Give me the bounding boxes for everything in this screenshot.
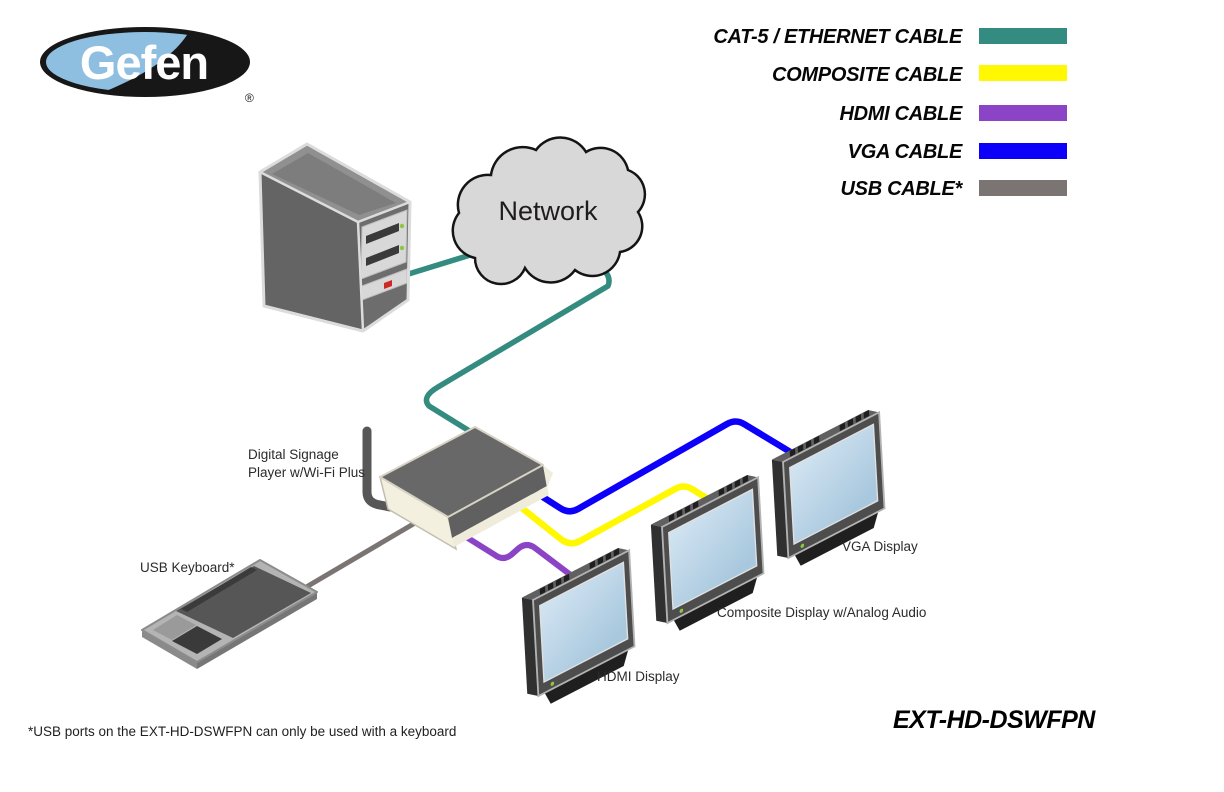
vga-display-label: VGA Display [842, 539, 918, 554]
legend-row-usb: USB CABLE* [841, 178, 1067, 200]
player-right-edge [448, 465, 547, 538]
logo-swoosh [46, 32, 190, 92]
wifi-antenna [362, 426, 395, 512]
signage-player [362, 426, 553, 551]
legend-label-composite: COMPOSITE CABLE [772, 64, 963, 86]
hdmi-display-label: HDMI Display [597, 669, 680, 684]
network-label: Network [498, 196, 598, 226]
usb-cable [305, 520, 418, 589]
composite-display-label: Composite Display w/Analog Audio [717, 605, 926, 620]
legend-swatch-hdmi [979, 105, 1067, 121]
registered-mark: ® [245, 91, 254, 105]
model-number: EXT-HD-DSWFPN [893, 706, 1096, 734]
network-cloud: Network [451, 136, 647, 286]
player-label-line1: Digital Signage [248, 447, 339, 462]
legend-row-hdmi: HDMI CABLE [839, 103, 1067, 125]
cable-legend: CAT-5 / ETHERNET CABLE COMPOSITE CABLE H… [713, 26, 1067, 200]
legend-row-vga: VGA CABLE [848, 141, 1067, 163]
cat5-cable-cloud-to-player [423, 259, 612, 435]
legend-swatch-composite [979, 65, 1067, 81]
legend-label-usb: USB CABLE* [841, 178, 964, 200]
legend-swatch-usb [979, 180, 1067, 196]
vga-cable [531, 418, 796, 515]
legend-label-cat5: CAT-5 / ETHERNET CABLE [713, 26, 963, 48]
computer-tower [258, 142, 412, 333]
cloud-shape [451, 136, 647, 286]
keyboard-keys [176, 566, 311, 638]
legend-label-hdmi: HDMI CABLE [839, 103, 963, 125]
legend-label-vga: VGA CABLE [848, 141, 963, 163]
logo-text: Gefen [80, 36, 208, 89]
hdmi-display [520, 541, 637, 717]
usb-keyboard [141, 559, 318, 669]
keyboard-label: USB Keyboard* [140, 560, 235, 575]
legend-row-composite: COMPOSITE CABLE [772, 64, 1067, 86]
usb-footnote: *USB ports on the EXT-HD-DSWFPN can only… [28, 724, 456, 739]
gefen-logo: Gefen ® [40, 27, 254, 105]
legend-swatch-vga [979, 143, 1067, 159]
player-top-face [379, 426, 544, 518]
player-label-line2: Player w/Wi-Fi Plus [248, 465, 365, 480]
hdmi-cable [452, 527, 575, 579]
legend-swatch-cat5 [979, 28, 1067, 44]
composite-cable [514, 483, 712, 547]
legend-row-cat5: CAT-5 / ETHERNET CABLE [713, 26, 1067, 48]
